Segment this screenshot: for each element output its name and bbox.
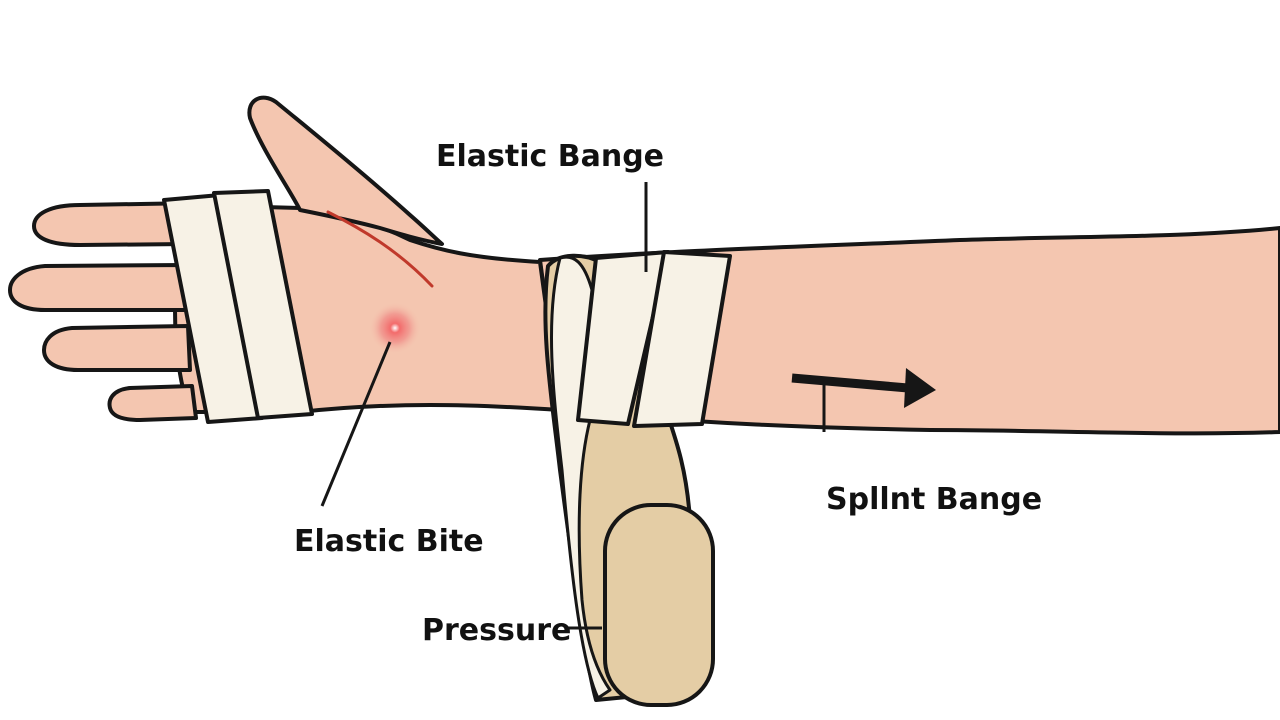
wrist-bandage-wrap-2	[632, 250, 732, 428]
direction-arrow-shaft	[791, 373, 909, 393]
label-elastic-bite: Elastic Bite	[294, 524, 484, 559]
finger-little	[107, 384, 198, 422]
direction-arrow-head	[904, 368, 936, 408]
label-splint-bange: Spllnt Bange	[826, 482, 1042, 517]
label-pressure: Pressure	[422, 613, 571, 648]
finger-ring	[42, 324, 192, 372]
scratch-line	[326, 210, 434, 288]
finger-middle	[8, 263, 188, 312]
hand-bandage-strip-2	[212, 189, 314, 420]
thumb	[247, 95, 444, 246]
finger-index	[32, 201, 198, 247]
bite-mark	[369, 302, 421, 354]
wrist-bandage-wrap-1	[576, 250, 670, 426]
pressure-pad	[603, 503, 715, 707]
label-elastic-bange: Elastic Bange	[436, 139, 664, 174]
leader-bite	[320, 341, 392, 507]
